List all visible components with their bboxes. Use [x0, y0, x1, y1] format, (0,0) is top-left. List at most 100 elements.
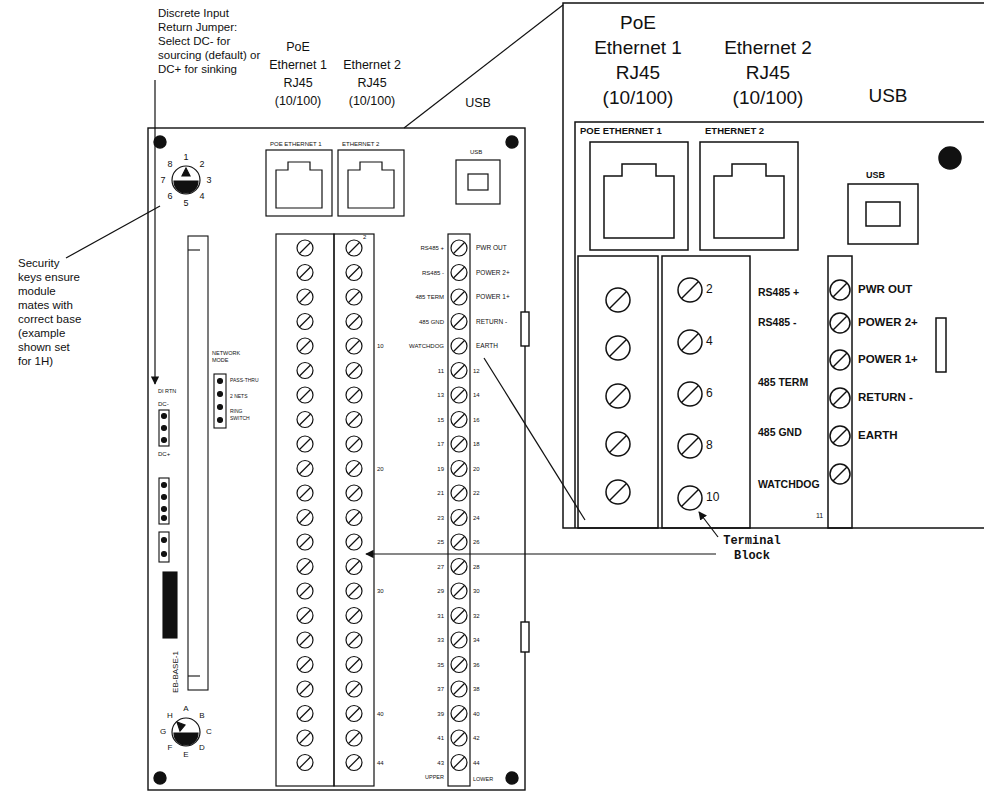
jumper-block [162, 552, 167, 557]
jumper-block [159, 532, 169, 562]
detail-inset [575, 122, 984, 528]
terminal-number: 8 [706, 439, 713, 453]
terminal-label: WATCHDOG [758, 478, 820, 490]
terminal-strip [276, 234, 470, 786]
terminal-screw [297, 387, 313, 403]
terminal-number: 22 [473, 490, 480, 497]
port-label: USB [465, 96, 491, 110]
panel-marking: ETHERNET 2 [342, 141, 379, 148]
terminal-number: 32 [473, 612, 480, 619]
terminal-label: POWER 2+ [476, 269, 510, 276]
terminal-number: 36 [473, 661, 480, 668]
jumper-label: NETWORK MODE [212, 350, 242, 364]
leader-line [699, 512, 718, 537]
terminal-screw [451, 387, 467, 403]
terminal-screw [346, 485, 362, 501]
terminal-number: 23 [437, 514, 444, 521]
terminal-screw [346, 510, 362, 526]
dial-number: 1 [183, 152, 188, 162]
port-symbol [276, 162, 322, 208]
jumper-block [218, 379, 223, 384]
module-housing [154, 772, 166, 784]
dial-number: 4 [199, 191, 204, 201]
detail-inset [714, 164, 784, 238]
security-key-dial [172, 166, 200, 194]
terminal-screw [451, 583, 467, 599]
terminal-screw [451, 289, 467, 305]
terminal-screw [297, 461, 313, 477]
terminal-screw [830, 464, 850, 484]
terminal-screw [451, 681, 467, 697]
detail-inset [604, 164, 674, 238]
leader-line [484, 358, 585, 520]
jumper-block [162, 495, 167, 500]
panel-marking: USB [866, 170, 885, 180]
module-housing [154, 136, 166, 148]
port-symbol [266, 150, 500, 216]
terminal-number: 35 [437, 661, 444, 668]
terminal-screw [346, 583, 362, 599]
terminal-screw [451, 559, 467, 575]
terminal-number: 33 [437, 637, 444, 644]
jumper-block [159, 478, 169, 524]
dial-number: 2 [199, 159, 204, 169]
security-key-dial [174, 733, 198, 745]
terminal-number: 10 [706, 491, 719, 505]
port-symbol [468, 174, 488, 190]
module-housing [521, 312, 529, 346]
jumper-block [214, 374, 226, 428]
terminal-screw [451, 755, 467, 771]
terminal-screw [346, 265, 362, 281]
terminal-number: 2 [363, 234, 366, 241]
terminal-number: 20 [377, 465, 384, 472]
terminal-screw [346, 461, 362, 477]
terminal-screw [451, 265, 467, 281]
dial-number: 5 [183, 198, 188, 208]
terminal-number: 12 [473, 367, 480, 374]
terminal-screw [346, 289, 362, 305]
terminal-number: 18 [473, 441, 480, 448]
terminal-screw [451, 608, 467, 624]
jumper-block [218, 392, 223, 397]
terminal-screw [346, 657, 362, 673]
detail-inset [563, 3, 984, 528]
terminal-screw [606, 480, 630, 504]
jumper-block [162, 516, 167, 521]
dial-number: 6 [167, 191, 172, 201]
module-housing [148, 128, 525, 790]
terminal-number: 37 [437, 686, 444, 693]
terminal-screw [451, 314, 467, 330]
dial-letter: D [199, 743, 205, 752]
terminal-screw [346, 387, 362, 403]
jumper-label: RING SWITCH [230, 408, 254, 421]
terminal-screw [346, 363, 362, 379]
module-housing [521, 622, 529, 652]
dial-letter: A [183, 704, 188, 713]
callout-label: Terminal Block [712, 534, 792, 564]
jumper-block [162, 438, 167, 443]
port-symbol [338, 150, 404, 216]
terminal-label: 485 GND [758, 426, 802, 438]
module-housing [506, 772, 518, 784]
terminal-label: RETURN - [476, 318, 507, 325]
terminal-label: EARTH [858, 429, 898, 442]
leader-line [366, 553, 716, 554]
terminal-screw [678, 278, 702, 302]
terminal-screw [297, 706, 313, 722]
dial-letter: E [183, 750, 188, 759]
detail-inset [563, 3, 984, 528]
block-label: LOWER [473, 776, 493, 782]
detail-inset [866, 202, 900, 226]
terminal-number: 34 [473, 637, 480, 644]
terminal-label: PWR OUT [476, 244, 507, 251]
security-key-dial [172, 718, 200, 746]
terminal-number: 30 [473, 588, 480, 595]
terminal-screw [297, 510, 313, 526]
terminal-strip [448, 234, 470, 786]
detail-inset [848, 184, 918, 244]
terminal-screw [297, 755, 313, 771]
port-symbol [348, 162, 394, 208]
model-label: EB-BASE-1 [171, 651, 180, 693]
terminal-label: POWER 1+ [476, 293, 510, 300]
